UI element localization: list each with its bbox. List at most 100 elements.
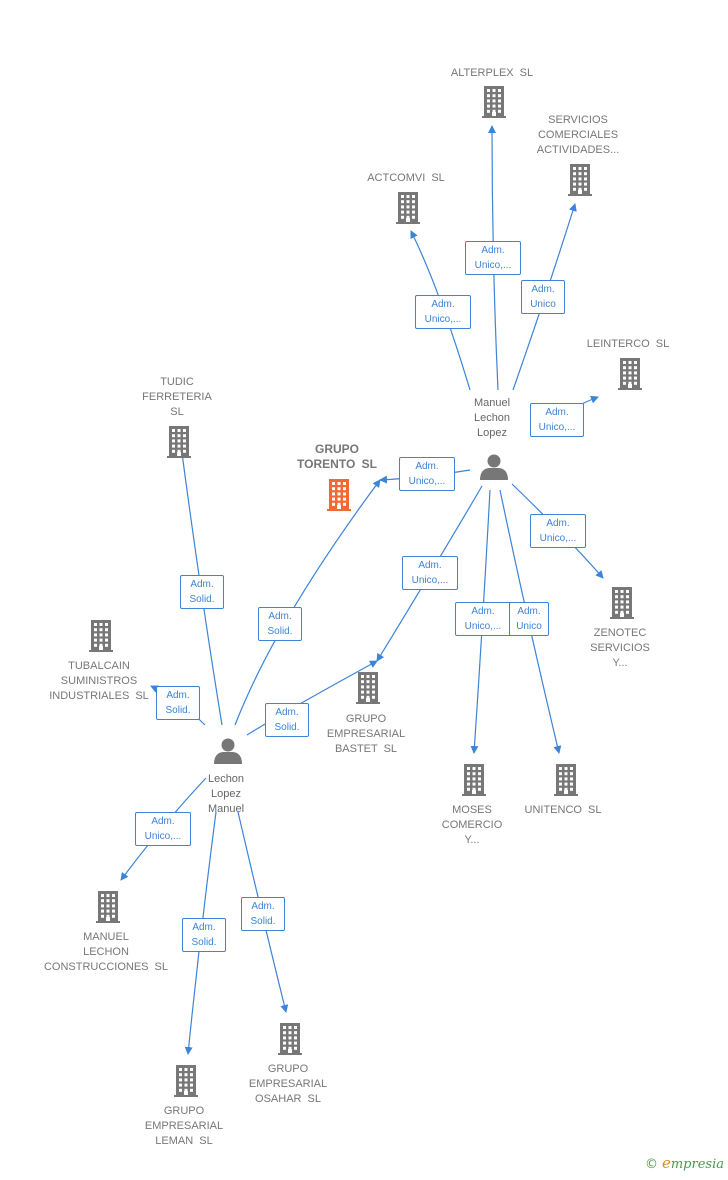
edge-label-line: Solid. bbox=[274, 722, 300, 733]
node-label-line: ACTIVIDADES... bbox=[536, 144, 620, 156]
building-icon[interactable] bbox=[278, 1023, 302, 1055]
edge-label-p_lechon-to-tubalcain[interactable]: Adm. Solid. bbox=[156, 686, 200, 720]
node-label-line: Lopez bbox=[211, 788, 241, 800]
node-label-line: GRUPO bbox=[163, 1105, 205, 1117]
node-label-line: MOSES bbox=[452, 804, 492, 816]
node-label-actcomvi[interactable]: ACTCOMVI SL bbox=[331, 171, 481, 186]
node-label-line: SERVICIOS bbox=[548, 114, 608, 126]
node-label-line: EMPRESARIAL bbox=[144, 1120, 224, 1132]
edge-label-p_lechon-to-torento[interactable]: Adm. Solid. bbox=[258, 607, 302, 641]
node-label-line: Y... bbox=[464, 834, 480, 846]
edge-label-line: Adm. bbox=[471, 606, 495, 617]
node-label-line: TUBALCAIN bbox=[68, 660, 130, 672]
node-label-leinterco[interactable]: LEINTERCO SL bbox=[553, 337, 703, 352]
edge-label-p_lechon-to-bastet[interactable]: Adm. Solid. bbox=[265, 703, 309, 737]
node-label-line: FERRETERIA bbox=[142, 391, 212, 403]
edge-label-line: Adm. bbox=[531, 284, 555, 295]
node-label-line: LEINTERCO SL bbox=[586, 338, 670, 350]
edge-label-p_lechon-to-leman[interactable]: Adm.Solid. bbox=[182, 918, 226, 952]
node-label-line: ACTCOMVI SL bbox=[367, 172, 445, 184]
node-label-line: Lechon bbox=[473, 412, 511, 424]
node-label-line: INDUSTRIALES SL bbox=[49, 690, 149, 702]
node-label-line: Manuel bbox=[207, 803, 245, 815]
building-icon[interactable] bbox=[618, 358, 642, 390]
node-label-line: SL bbox=[170, 406, 184, 418]
edge-label-line: Adm. bbox=[275, 707, 299, 718]
node-label-unitenco[interactable]: UNITENCO SL bbox=[488, 803, 638, 818]
edge-label-p_manuel-to-leinterco[interactable]: Adm.Unico,... bbox=[530, 403, 584, 437]
node-label-line: ZENOTEC bbox=[593, 627, 647, 639]
building-icon[interactable] bbox=[482, 86, 506, 118]
edge-label-p_manuel-to-unitenco[interactable]: Adm.Unico bbox=[509, 602, 549, 636]
edge-label-line: Adm. bbox=[415, 461, 439, 472]
edge-label-p_manuel-to-zenotec[interactable]: Adm. Unico,... bbox=[530, 514, 586, 548]
edge-label-p_manuel-to-actcomvi[interactable]: Adm. Unico,... bbox=[415, 295, 471, 329]
edge-label-p_manuel-to-servicios[interactable]: Adm. Unico bbox=[521, 280, 565, 314]
node-label-servicios[interactable]: SERVICIOS COMERCIALES ACTIVIDADES... bbox=[503, 113, 653, 158]
building-icon[interactable] bbox=[356, 672, 380, 704]
edge-label-line: Unico bbox=[530, 299, 556, 310]
edge-label-p_manuel-to-alterplex[interactable]: Adm.Unico,... bbox=[465, 241, 521, 275]
brand-initial: e bbox=[661, 1154, 671, 1172]
node-label-line: COMERCIALES bbox=[537, 129, 619, 141]
edge-label-line: Adm. bbox=[431, 299, 455, 310]
footer-brand: ©empresia bbox=[645, 1154, 724, 1172]
edge-label-p_lechon-to-tudic[interactable]: Adm.Solid. bbox=[180, 575, 224, 609]
edge-label-line: Unico,... bbox=[144, 831, 182, 842]
building-icon[interactable] bbox=[89, 620, 113, 652]
edge-label-line: Adm. bbox=[268, 611, 292, 622]
edge-label-line: Adm. bbox=[166, 690, 190, 701]
node-label-moses[interactable]: MOSES COMERCIO Y... bbox=[397, 803, 547, 848]
building-icon[interactable] bbox=[568, 164, 592, 196]
edge-label-line: Solid. bbox=[165, 705, 191, 716]
edge-label-line: Solid. bbox=[267, 626, 293, 637]
building-icon[interactable] bbox=[327, 479, 351, 511]
node-label-line: Lopez bbox=[477, 427, 507, 439]
edge-label-p_manuel-to-bastet[interactable]: Adm.Unico,... bbox=[402, 556, 458, 590]
building-icon[interactable] bbox=[96, 891, 120, 923]
edge-label-p_lechon-to-manuel_const[interactable]: Adm.Unico,... bbox=[135, 812, 191, 846]
person-icon[interactable] bbox=[480, 454, 508, 481]
edge-label-line: Unico,... bbox=[464, 621, 502, 632]
node-label-tudic[interactable]: TUDIC FERRETERIA SL bbox=[102, 375, 252, 420]
node-label-line: BASTET SL bbox=[334, 743, 398, 755]
node-label-leman[interactable]: GRUPO EMPRESARIAL LEMAN SL bbox=[109, 1104, 259, 1149]
edge-label-line: Unico,... bbox=[539, 533, 577, 544]
building-icon[interactable] bbox=[396, 192, 420, 224]
edge-label-line: Solid. bbox=[250, 916, 276, 927]
node-label-line: TUDIC bbox=[160, 376, 194, 388]
edge-label-p_manuel-to-torento[interactable]: Adm. Unico,... bbox=[399, 457, 455, 491]
node-label-line: LEMAN SL bbox=[155, 1135, 213, 1147]
node-label-line: GRUPO bbox=[345, 713, 387, 725]
building-icon[interactable] bbox=[554, 764, 578, 796]
edge-label-line: Solid. bbox=[191, 937, 217, 948]
edge-label-p_lechon-to-osahar[interactable]: Adm.Solid. bbox=[241, 897, 285, 931]
node-label-alterplex[interactable]: ALTERPLEX SL bbox=[417, 66, 567, 81]
edge-label-line: Unico,... bbox=[411, 575, 449, 586]
node-label-line: COMERCIO bbox=[441, 819, 503, 831]
building-icon[interactable] bbox=[610, 587, 634, 619]
node-label-line: GRUPO bbox=[267, 1063, 309, 1075]
node-label-line: UNITENCO SL bbox=[524, 804, 602, 816]
edge-label-p_manuel-to-moses[interactable]: Adm. Unico,... bbox=[455, 602, 511, 636]
edge-label-line: Unico,... bbox=[424, 314, 462, 325]
building-icon[interactable] bbox=[174, 1065, 198, 1097]
building-icon[interactable] bbox=[167, 426, 191, 458]
edge-label-line: Unico bbox=[516, 621, 542, 632]
edge-label-line: Unico,... bbox=[408, 476, 446, 487]
person-icon[interactable] bbox=[214, 738, 242, 765]
building-icon[interactable] bbox=[462, 764, 486, 796]
node-label-line: EMPRESARIAL bbox=[248, 1078, 328, 1090]
node-label-line: SERVICIOS bbox=[590, 642, 650, 654]
edge-label-line: Unico,... bbox=[538, 422, 576, 433]
node-label-line: ALTERPLEX SL bbox=[450, 67, 534, 79]
edge-label-line: Adm. bbox=[546, 518, 570, 529]
